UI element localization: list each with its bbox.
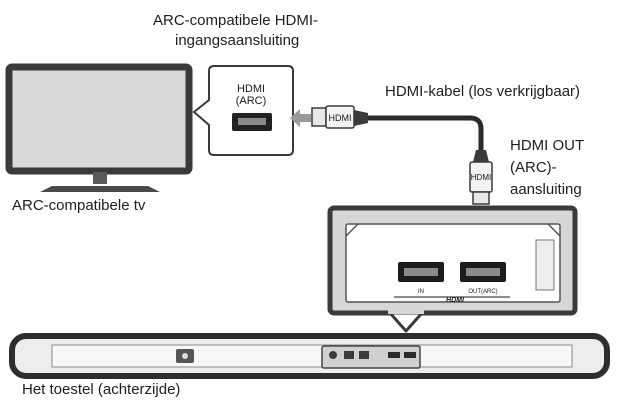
unit-rear-label: Het toestel (achterzijde) (22, 381, 181, 398)
hdmi-out-label-line2: (ARC)- (510, 159, 557, 176)
tv-port-label-line1: HDMI (237, 83, 265, 95)
port-in-label: IN (418, 289, 424, 295)
plug-horizontal-label: HDMI (329, 113, 352, 123)
plug-vertical-label: HDMI (471, 173, 491, 182)
hdmi-cable (368, 115, 484, 150)
arrow-to-tv (290, 109, 311, 127)
tv-label: ARC-compatibele tv (12, 197, 146, 214)
hdmi-out-label-line1: HDMI OUT (510, 137, 585, 154)
hdmi-plug-horizontal: HDMI (311, 105, 368, 129)
hdmi-cable-label: HDMI-kabel (los verkrijgbaar) (385, 83, 581, 100)
port-out-arc-label: OUT(ARC) (468, 289, 497, 295)
arc-input-label-line1: ARC-compatibele HDMI- (153, 12, 319, 29)
hdmi-plug-vertical: HDMI (469, 150, 493, 205)
tv-hdmi-port-callout: HDMI (ARC) (192, 65, 294, 156)
hdmi-out-label-line3: aansluiting (510, 181, 582, 198)
rear-panel-zoom: IN OUT(ARC) HDMI (327, 205, 578, 316)
tv-port-label-line2: (ARC) (236, 95, 267, 107)
zoom-pointer (388, 311, 424, 333)
hdmi-logo: HDMI (446, 297, 465, 304)
tv-illustration (5, 63, 193, 192)
soundbar-rear (9, 333, 610, 379)
arc-input-label-line2: ingangsaansluiting (175, 32, 300, 49)
